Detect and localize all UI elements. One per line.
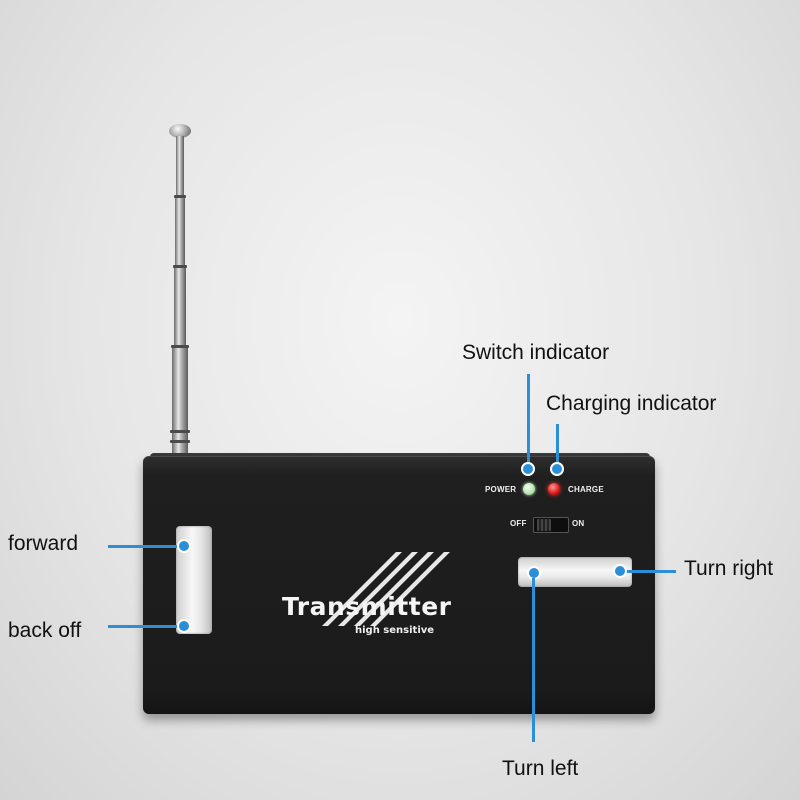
- turn-right-dot: [613, 564, 627, 578]
- power-led-icon: [523, 483, 535, 495]
- switch-indicator-dot: [521, 462, 535, 476]
- switch-indicator-line: [527, 374, 530, 476]
- forward-dot: [177, 539, 191, 553]
- forward-callout: forward: [8, 532, 79, 555]
- back-off-dot: [177, 619, 191, 633]
- brand-title: Transmitter: [282, 592, 452, 621]
- antenna-ring: [170, 430, 190, 433]
- antenna-ring: [173, 265, 187, 268]
- antenna-segment-3: [174, 266, 186, 346]
- antenna-segment-2: [175, 196, 185, 266]
- antenna-ring: [170, 440, 190, 443]
- turn-right-line: [620, 570, 676, 573]
- antenna-tip: [169, 124, 191, 138]
- turn-right-callout: Turn right: [684, 557, 774, 580]
- turn-left-callout: Turn left: [502, 757, 579, 780]
- back-off-callout: back off: [8, 619, 82, 642]
- antenna-ring: [174, 195, 186, 198]
- turn-left-line: [532, 578, 535, 742]
- brand-stripes-icon: [322, 552, 450, 626]
- antenna-ring: [171, 345, 189, 348]
- charge-label: CHARGE: [568, 485, 604, 494]
- charging-indicator-line: [556, 424, 559, 476]
- switch-on-label: ON: [572, 519, 585, 528]
- antenna-segment-1: [176, 136, 184, 196]
- back-off-line: [108, 625, 182, 628]
- switch-indicator-callout: Switch indicator: [462, 341, 610, 364]
- charging-indicator-callout: Charging indicator: [546, 392, 717, 415]
- switch-off-label: OFF: [510, 519, 527, 528]
- power-switch-knob[interactable]: [537, 519, 551, 531]
- forward-line: [108, 545, 182, 548]
- charge-led-icon: [548, 483, 560, 495]
- brand-subtitle: high sensitive: [355, 625, 435, 636]
- power-label: POWER: [485, 485, 517, 494]
- charging-indicator-dot: [550, 462, 564, 476]
